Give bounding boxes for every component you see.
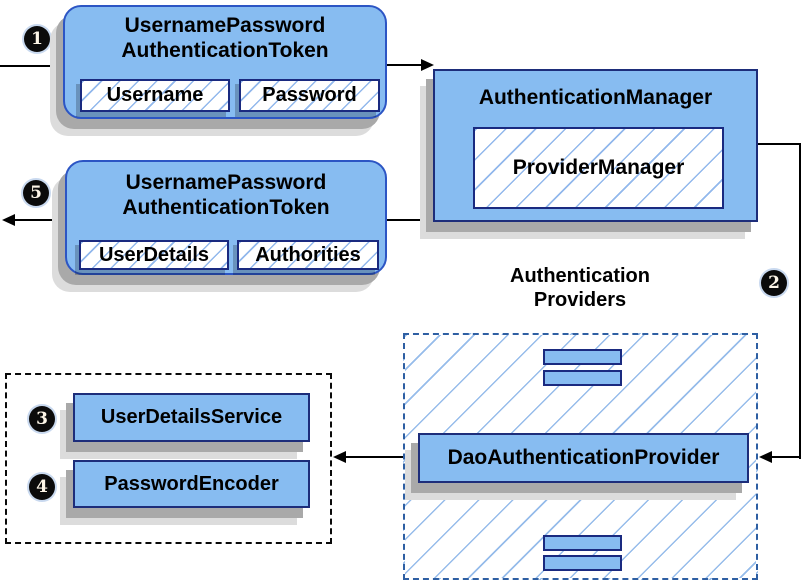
response-out-arrowhead-icon xyxy=(2,214,15,226)
provider-slot-bar-1 xyxy=(543,349,622,365)
response-token-title: UsernamePassword AuthenticationToken xyxy=(67,162,385,220)
request-token-title: UsernamePassword AuthenticationToken xyxy=(65,7,385,63)
manager-to-response-line xyxy=(387,219,433,221)
manager-to-dao-line-right xyxy=(799,143,801,459)
token-to-manager-arrowhead-icon xyxy=(421,59,434,71)
authentication-providers-label: Authentication Providers xyxy=(455,264,705,312)
response-token-title-line2: AuthenticationToken xyxy=(122,196,330,219)
userdetails-field: UserDetails xyxy=(79,240,229,270)
manager-to-dao-line-top xyxy=(758,143,801,145)
password-encoder-node: PasswordEncoder xyxy=(73,460,310,508)
authentication-providers-label-line2: Providers xyxy=(533,289,627,311)
dao-to-beans-line xyxy=(345,456,418,458)
response-out-line xyxy=(14,219,65,221)
username-field: Username xyxy=(80,79,230,112)
provider-slot-bar-3 xyxy=(543,535,622,551)
authorities-field: Authorities xyxy=(237,240,379,270)
request-token-title-line1: UsernamePassword xyxy=(124,14,326,37)
request-token-node: UsernamePassword AuthenticationToken Use… xyxy=(63,5,387,119)
user-details-service-node: UserDetailsService xyxy=(73,393,310,442)
response-token-title-line1: UsernamePassword xyxy=(125,171,327,194)
password-field: Password xyxy=(239,79,380,112)
response-token-node: UsernamePassword AuthenticationToken Use… xyxy=(65,160,387,275)
step-4-badge: 4 xyxy=(29,474,55,500)
provider-slot-bar-2 xyxy=(543,370,622,386)
authentication-manager-node: AuthenticationManager ProviderManager xyxy=(433,69,758,222)
manager-to-dao-arrowhead-icon xyxy=(759,451,772,463)
step-3-badge: 3 xyxy=(29,406,55,432)
authentication-manager-title: AuthenticationManager xyxy=(478,86,713,109)
token-to-manager-line xyxy=(387,64,422,66)
dao-to-beans-arrowhead-icon xyxy=(333,451,346,463)
provider-slot-bar-4 xyxy=(543,555,622,571)
beans-region xyxy=(5,373,332,544)
authentication-providers-label-line1: Authentication xyxy=(510,265,650,287)
request-token-title-line2: AuthenticationToken xyxy=(121,39,329,62)
request-in-line xyxy=(0,65,63,67)
step-5-badge: 5 xyxy=(23,180,49,206)
dao-authentication-provider-node: DaoAuthenticationProvider xyxy=(418,433,749,483)
manager-to-dao-line-bottom xyxy=(772,456,801,458)
step-1-badge: 1 xyxy=(24,26,50,52)
provider-manager-node: ProviderManager xyxy=(473,127,724,209)
step-2-badge: 2 xyxy=(761,270,787,296)
